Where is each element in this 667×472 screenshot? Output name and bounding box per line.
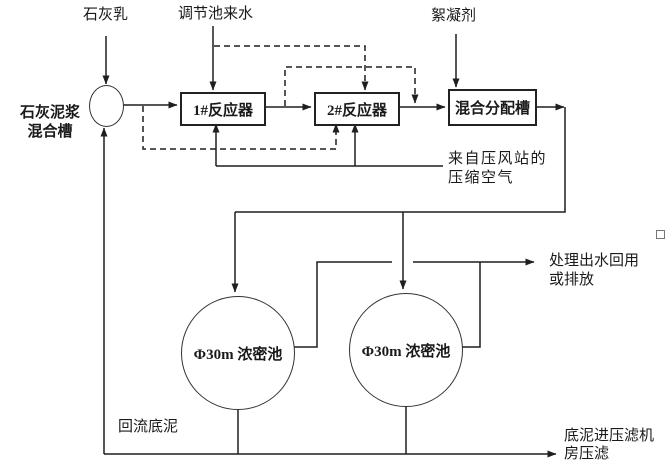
label-mixing-tank-line1: 石灰泥浆	[19, 105, 80, 121]
label-sludge-out-line1: 底泥进压滤机	[564, 428, 655, 444]
thickener2-label: Φ30m 浓密池	[361, 343, 451, 360]
label-return-sludge: 回流底泥	[118, 419, 179, 435]
line-thickener1-overflow	[293, 261, 392, 348]
label-compressed-air-line2: 压缩空气	[448, 170, 515, 186]
stray-square	[656, 230, 665, 239]
label-flocculant: 絮凝剂	[431, 8, 477, 24]
distribution-tank-box: 混合分配槽	[448, 89, 537, 126]
label-influent: 调节池来水	[178, 6, 254, 22]
label-treated-water: 处理出水回用 或排放	[549, 252, 639, 290]
label-mixing-tank: 石灰泥浆 混合槽	[14, 104, 86, 142]
reactor2-label: 2#反应器	[326, 102, 387, 119]
label-treated-water-line1: 处理出水回用	[549, 253, 640, 269]
dashed-influent-to-reactor2	[214, 45, 369, 91]
label-lime-milk: 石灰乳	[83, 7, 129, 23]
line-thickener2-overflow	[461, 262, 481, 348]
label-sludge-out-line2: 房压滤	[564, 446, 610, 462]
line-dist-header	[235, 107, 566, 213]
distribution-tank-label: 混合分配槽	[454, 101, 530, 117]
mixing-tank-symbol	[89, 85, 124, 127]
label-sludge-out: 底泥进压滤机 房压滤	[564, 427, 654, 463]
label-compressed-air: 来自压风站的 压缩空气	[448, 150, 547, 188]
thickener2-circle: Φ30m 浓密池	[349, 293, 463, 407]
reactor1-box: 1#反应器	[180, 92, 266, 126]
label-treated-water-line2: 或排放	[549, 272, 595, 288]
dashed-bypass-reactor1	[142, 106, 340, 150]
thickener1-label: Φ30m 浓密池	[193, 346, 283, 363]
reactor2-box: 2#反应器	[314, 92, 400, 126]
thickener1-circle: Φ30m 浓密池	[181, 296, 295, 410]
label-compressed-air-line1: 来自压风站的	[448, 151, 548, 167]
label-mixing-tank-line2: 混合槽	[27, 124, 73, 140]
dashed-bypass-reactor2	[284, 66, 419, 106]
reactor1-label: 1#反应器	[192, 102, 253, 119]
